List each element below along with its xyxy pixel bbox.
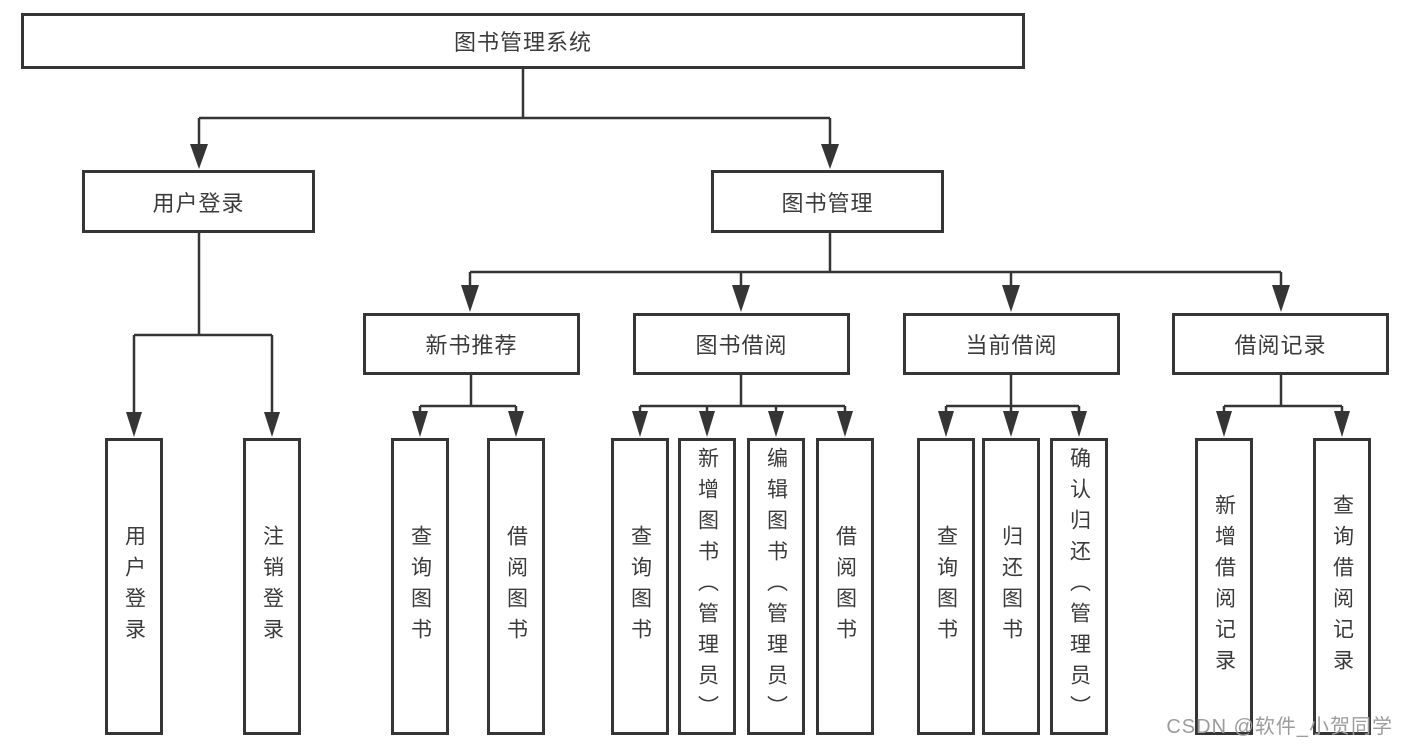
node-new-book-recommend: 新书推荐	[363, 313, 580, 375]
arrowhead	[126, 412, 142, 437]
leaf-borrow-books-recommend: 借阅图书	[487, 438, 545, 735]
arrowhead	[1071, 411, 1087, 437]
leaf-add-borrow-record: 新增借阅记录	[1195, 438, 1253, 735]
leaf-user-login: 用户登录	[105, 438, 163, 735]
arrowhead	[938, 411, 954, 437]
node-label: 编辑图书（管理员）	[764, 447, 788, 726]
arrowhead	[732, 285, 750, 312]
arrowhead	[1003, 411, 1019, 437]
node-label: 图书管理系统	[453, 30, 592, 55]
node-label: 查询图书	[408, 524, 432, 649]
node-label: 新增借阅记录	[1212, 493, 1236, 680]
arrowhead	[461, 285, 479, 312]
node-label: 新书推荐	[425, 333, 518, 358]
arrowhead	[632, 411, 648, 437]
edges-user-login-to-leaves	[126, 233, 280, 437]
node-label: 借阅记录	[1234, 333, 1327, 358]
leaf-return-books: 归还图书	[982, 438, 1040, 735]
node-label: 确认归还（管理员）	[1067, 447, 1091, 726]
node-label: 借阅图书	[504, 524, 528, 649]
leaf-query-borrow-record: 查询借阅记录	[1313, 438, 1371, 735]
leaf-query-books-recommend: 查询图书	[391, 438, 449, 735]
node-label: 用户登录	[122, 524, 146, 649]
node-book-borrow: 图书借阅	[633, 313, 850, 375]
leaf-logout: 注销登录	[243, 438, 301, 735]
node-borrow-records: 借阅记录	[1172, 313, 1389, 375]
edges-current-borrow-to-leaves	[938, 375, 1087, 437]
node-label: 查询借阅记录	[1330, 493, 1354, 680]
node-label: 查询图书	[934, 524, 958, 649]
arrowhead	[821, 144, 839, 169]
leaf-query-books-borrow: 查询图书	[611, 438, 669, 735]
node-label: 归还图书	[999, 524, 1023, 649]
leaf-edit-books-admin: 编辑图书（管理员）	[747, 438, 805, 735]
node-user-login: 用户登录	[82, 170, 315, 233]
edges-book-borrow-to-leaves	[632, 375, 853, 437]
node-label: 图书管理	[781, 190, 874, 216]
leaf-confirm-return-admin: 确认归还（管理员）	[1050, 438, 1108, 735]
edges-borrow-records-to-leaves	[1216, 375, 1350, 437]
node-label: 新增图书（管理员）	[695, 447, 719, 726]
arrowhead	[1272, 285, 1290, 312]
leaf-query-books-current: 查询图书	[917, 438, 975, 735]
node-label: 用户登录	[152, 190, 245, 216]
edges-new-book-recommend-to-leaves	[412, 375, 524, 437]
arrowhead	[1334, 411, 1350, 437]
node-label: 当前借阅	[965, 333, 1058, 358]
leaf-add-books-admin: 新增图书（管理员）	[678, 438, 736, 735]
node-library-management-system: 图书管理系统	[21, 13, 1025, 69]
edges-book-mgmt-to-level2	[461, 233, 1290, 312]
arrowhead	[1216, 411, 1232, 437]
node-book-management: 图书管理	[711, 170, 944, 233]
leaf-borrow-books: 借阅图书	[816, 438, 874, 735]
arrowhead	[699, 411, 715, 437]
arrowhead	[412, 411, 428, 437]
node-label: 查询图书	[628, 524, 652, 649]
node-current-borrow: 当前借阅	[903, 313, 1120, 375]
arrowhead	[264, 412, 280, 437]
arrowhead	[1002, 285, 1020, 312]
node-label: 借阅图书	[833, 524, 857, 649]
arrowhead	[768, 411, 784, 437]
arrowhead	[190, 144, 208, 169]
arrowhead	[837, 411, 853, 437]
node-label: 图书借阅	[695, 333, 788, 358]
edges-root-to-level1	[190, 69, 839, 169]
arrowhead	[508, 411, 524, 437]
node-label: 注销登录	[260, 524, 284, 649]
csdn-watermark: CSDN @软件_小贺同学	[1166, 716, 1393, 738]
